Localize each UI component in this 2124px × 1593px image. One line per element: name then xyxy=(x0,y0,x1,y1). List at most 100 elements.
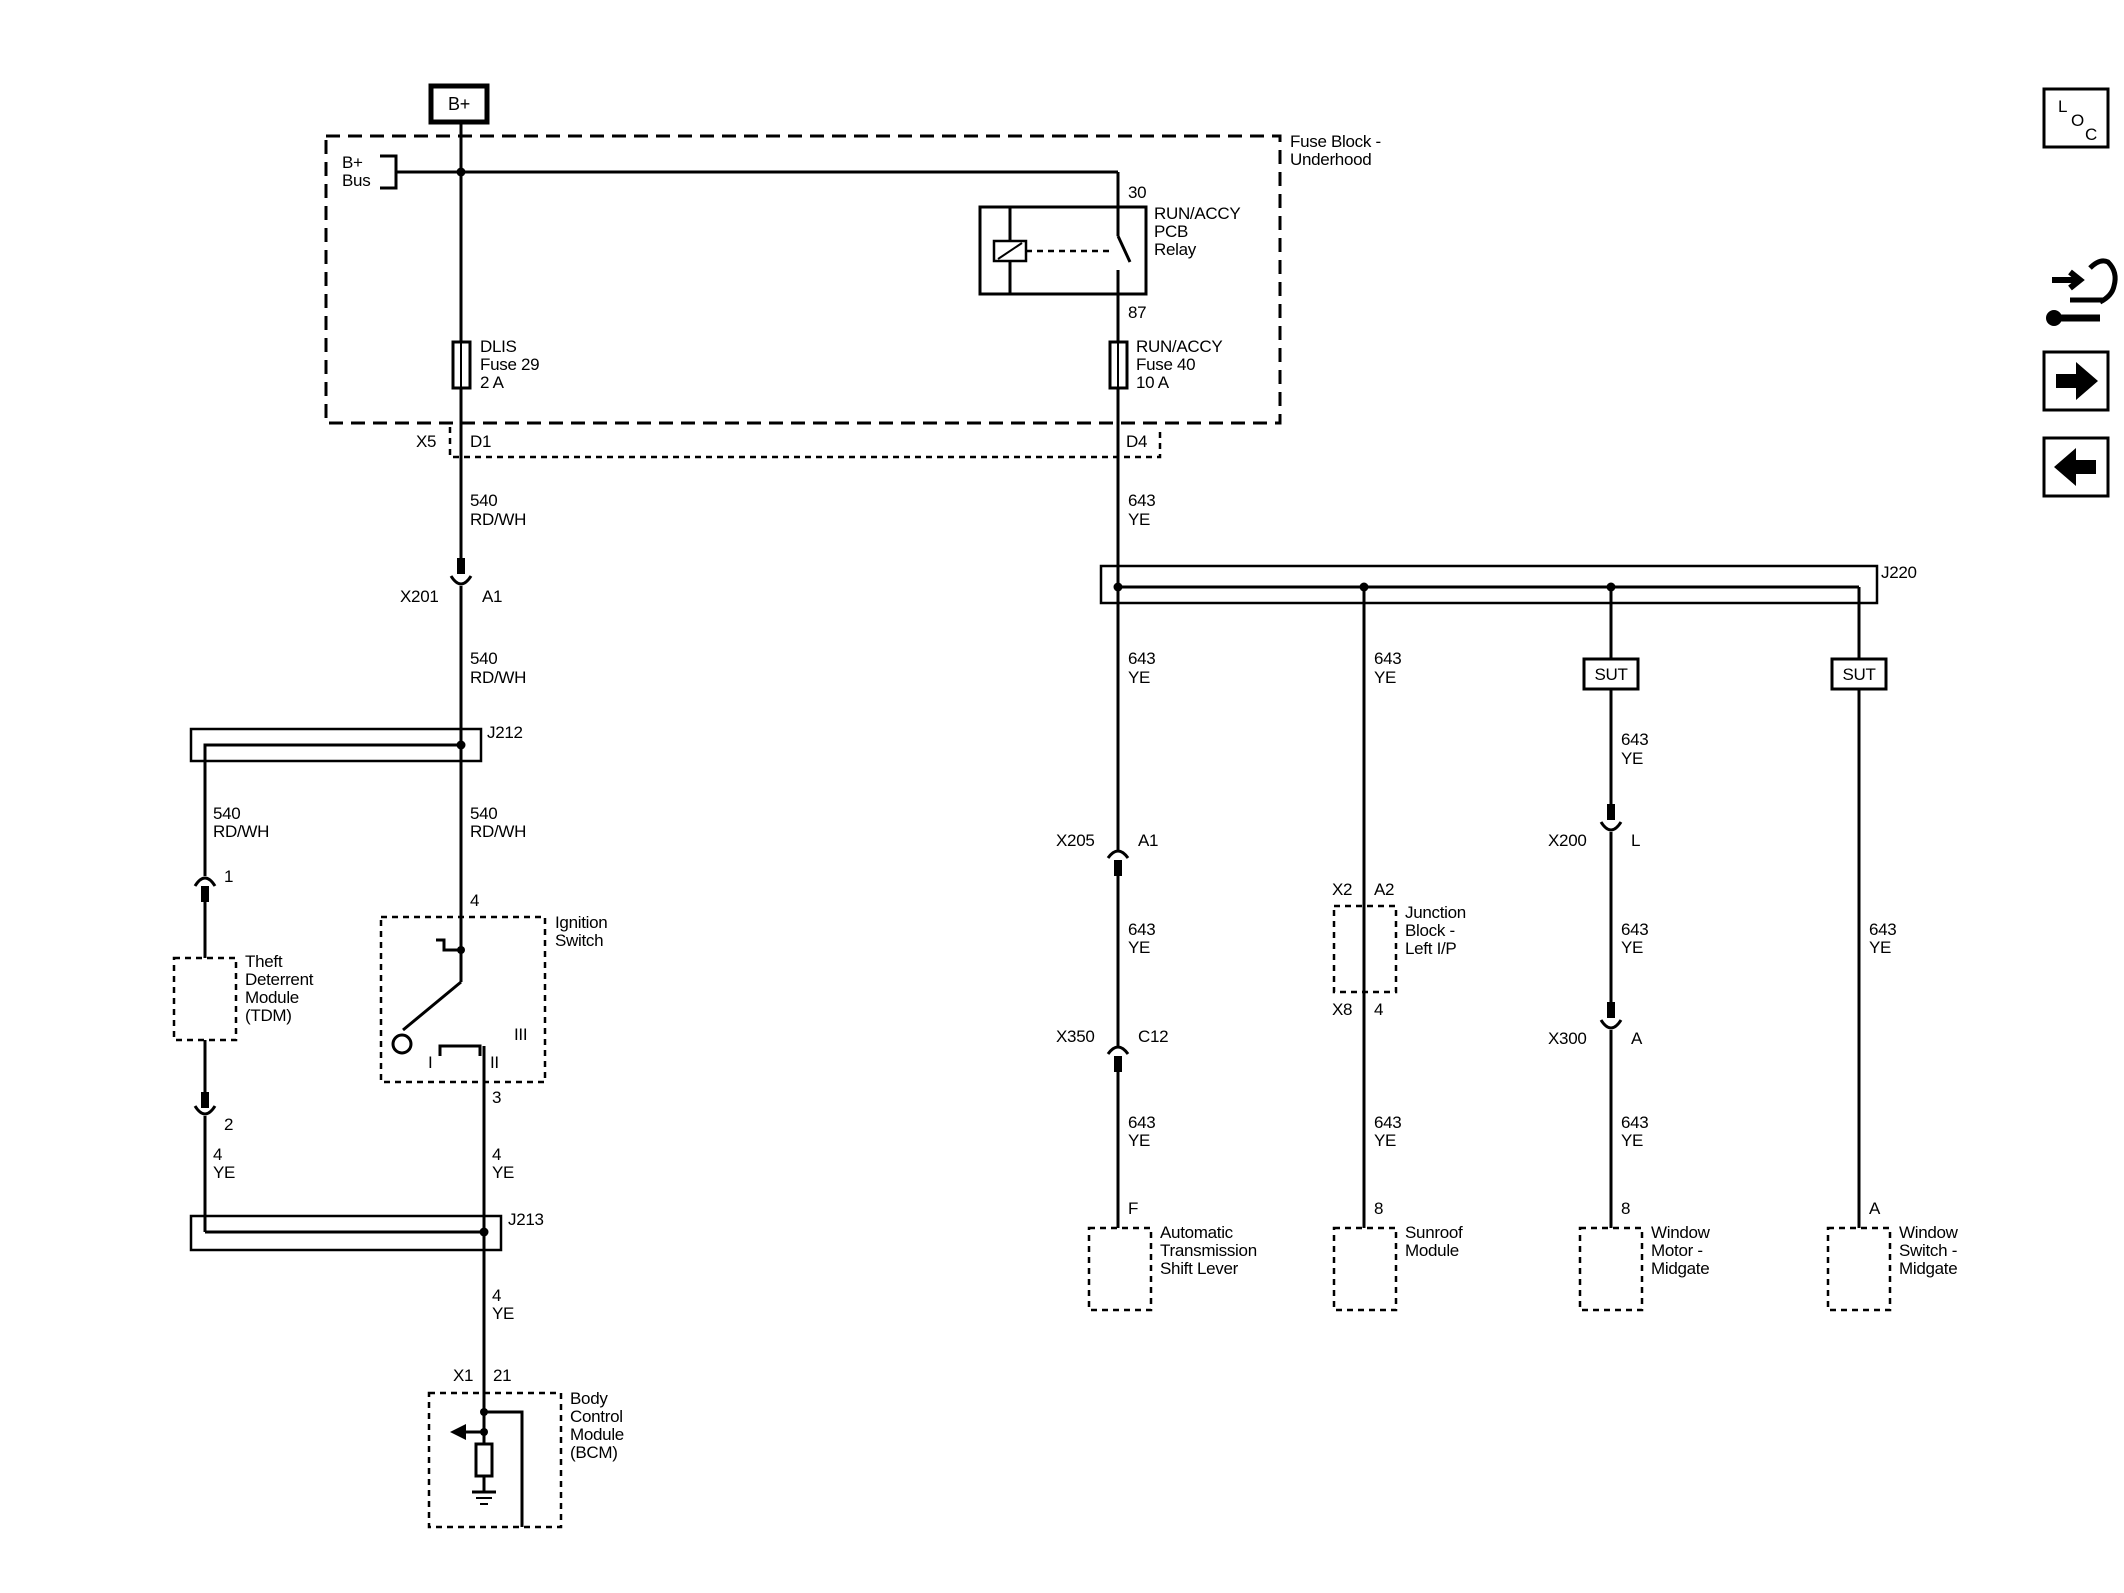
wire-ye-b: YE xyxy=(492,1163,514,1182)
bcm-label-2: Control xyxy=(570,1407,623,1426)
wire-rdwh-a: RD/WH xyxy=(470,510,526,529)
motor-pin: 8 xyxy=(1621,1199,1630,1218)
wire-ye-r-b: YE xyxy=(1128,668,1150,687)
x5-label: X5 xyxy=(416,432,436,451)
j213-label: J213 xyxy=(508,1210,544,1229)
pin-d4: D4 xyxy=(1126,432,1147,451)
wire-ye-r-d: YE xyxy=(1128,1131,1150,1150)
connector-x5: X5 D1 D4 xyxy=(416,427,1162,459)
dlis-fuse-line-3: 2 A xyxy=(480,373,505,392)
wire-ye-r-j: YE xyxy=(1869,938,1891,957)
x8-pin: 4 xyxy=(1374,1000,1383,1019)
loc-c: C xyxy=(2085,125,2097,144)
next-button[interactable] xyxy=(2042,350,2110,412)
bcm-label-4: (BCM) xyxy=(570,1443,618,1462)
sunroof-label-2: Module xyxy=(1405,1241,1459,1260)
tdm-pin-1: 1 xyxy=(224,867,233,886)
wire-ye-r-e: YE xyxy=(1374,668,1396,687)
j212-label: J212 xyxy=(487,723,523,742)
wire-643-b: 643 xyxy=(1128,649,1155,668)
wire-643-a: 643 xyxy=(1128,491,1155,510)
wire-643-j: 643 xyxy=(1869,920,1896,939)
wire-643-c: 643 xyxy=(1128,920,1155,939)
wire-643-d: 643 xyxy=(1128,1113,1155,1132)
x200-label: X200 xyxy=(1548,831,1587,850)
ignition-pin-4: 4 xyxy=(470,891,479,910)
sunroof-pin: 8 xyxy=(1374,1199,1383,1218)
shift-label-2: Transmission xyxy=(1160,1241,1257,1260)
arrow-right-icon xyxy=(2056,362,2098,400)
wire-rdwh-c: RD/WH xyxy=(213,822,269,841)
left-circuit-540: 540 RD/WH X201 A1 540 RD/WH J212 540 RD/… xyxy=(172,423,624,1529)
right-circuit-643: 643 YE J220 643 YE X205 A1 643 YE X350 C… xyxy=(1056,423,1959,1312)
tools-icon[interactable] xyxy=(2046,258,2118,326)
switch-label-1: Window xyxy=(1899,1223,1959,1242)
wire-ye-c: YE xyxy=(492,1304,514,1323)
run-fuse-line-3: 10 A xyxy=(1136,373,1170,392)
location-button[interactable]: L O C xyxy=(2042,87,2110,149)
pin-d1: D1 xyxy=(470,432,491,451)
wire-540-d: 540 xyxy=(470,804,497,823)
x2-pin: A2 xyxy=(1374,880,1394,899)
switch-label-3: Midgate xyxy=(1899,1259,1957,1278)
x350-pin: C12 xyxy=(1138,1027,1168,1046)
wire-643-f: 643 xyxy=(1374,1113,1401,1132)
dlis-fuse-line-1: DLIS xyxy=(480,337,517,356)
switch-pin: A xyxy=(1869,1199,1881,1218)
bcm-connector-x1: X1 xyxy=(453,1366,473,1385)
dlis-fuse-line-2: Fuse 29 xyxy=(480,355,539,374)
x205-pin: A1 xyxy=(1138,831,1158,850)
junction-label-2: Block - xyxy=(1405,921,1455,940)
wire-4-b: 4 xyxy=(492,1145,501,1164)
fuse-block-underhood: Fuse Block - Underhood B+ Bus DLIS Fuse … xyxy=(324,122,1381,425)
ignition-pos-iii: III xyxy=(514,1025,527,1044)
bus-label-1: B+ xyxy=(342,153,363,172)
wire-ye-a: YE xyxy=(213,1163,235,1182)
run-fuse-line-2: Fuse 40 xyxy=(1136,355,1195,374)
prev-button[interactable] xyxy=(2042,436,2110,498)
tdm-label-4: (TDM) xyxy=(245,1006,292,1025)
wire-643-e: 643 xyxy=(1374,649,1401,668)
j220-label: J220 xyxy=(1881,563,1917,582)
motor-label-1: Window xyxy=(1651,1223,1711,1242)
sut-label-a: SUT xyxy=(1594,665,1627,684)
bplus-source: B+ xyxy=(428,83,490,125)
wire-643-h: 643 xyxy=(1621,920,1648,939)
ignition-label-1: Ignition xyxy=(555,913,607,932)
wire-643-g: 643 xyxy=(1621,730,1648,749)
bcm-label-3: Module xyxy=(570,1425,624,1444)
relay-pin-30: 30 xyxy=(1128,183,1146,202)
wire-ye-r-c: YE xyxy=(1128,938,1150,957)
ignition-pos-ii: II xyxy=(490,1053,499,1072)
wire-ye-r-i: YE xyxy=(1621,1131,1643,1150)
x300-label: X300 xyxy=(1548,1029,1587,1048)
wire-ye-r-a: YE xyxy=(1128,510,1150,529)
wire-ye-r-h: YE xyxy=(1621,938,1643,957)
x201-pin: A1 xyxy=(482,587,502,606)
tdm-label-1: Theft xyxy=(245,952,283,971)
bcm-label-1: Body xyxy=(570,1389,608,1408)
wire-540-b: 540 xyxy=(470,649,497,668)
wire-643-i: 643 xyxy=(1621,1113,1648,1132)
shift-label-1: Automatic xyxy=(1160,1223,1234,1242)
bus-label-2: Bus xyxy=(342,171,370,190)
fuse-block-title-1: Fuse Block - xyxy=(1290,132,1381,151)
ignition-pos-i: I xyxy=(428,1053,432,1072)
bcm-pin-21: 21 xyxy=(493,1366,511,1385)
motor-label-2: Motor - xyxy=(1651,1241,1703,1260)
x300-pin: A xyxy=(1631,1029,1643,1048)
ignition-pin-3: 3 xyxy=(492,1088,501,1107)
run-fuse-line-1: RUN/ACCY xyxy=(1136,337,1222,356)
shift-pin: F xyxy=(1128,1199,1138,1218)
fuse-block-title-2: Underhood xyxy=(1290,150,1371,169)
x205-label: X205 xyxy=(1056,831,1095,850)
relay-label-3: Relay xyxy=(1154,240,1197,259)
wire-4-c: 4 xyxy=(492,1286,501,1305)
loc-o: O xyxy=(2071,111,2084,130)
x350-label: X350 xyxy=(1056,1027,1095,1046)
wire-rdwh-d: RD/WH xyxy=(470,822,526,841)
bplus-label: B+ xyxy=(448,94,470,114)
x2-label: X2 xyxy=(1332,880,1352,899)
junction-label-1: Junction xyxy=(1405,903,1466,922)
